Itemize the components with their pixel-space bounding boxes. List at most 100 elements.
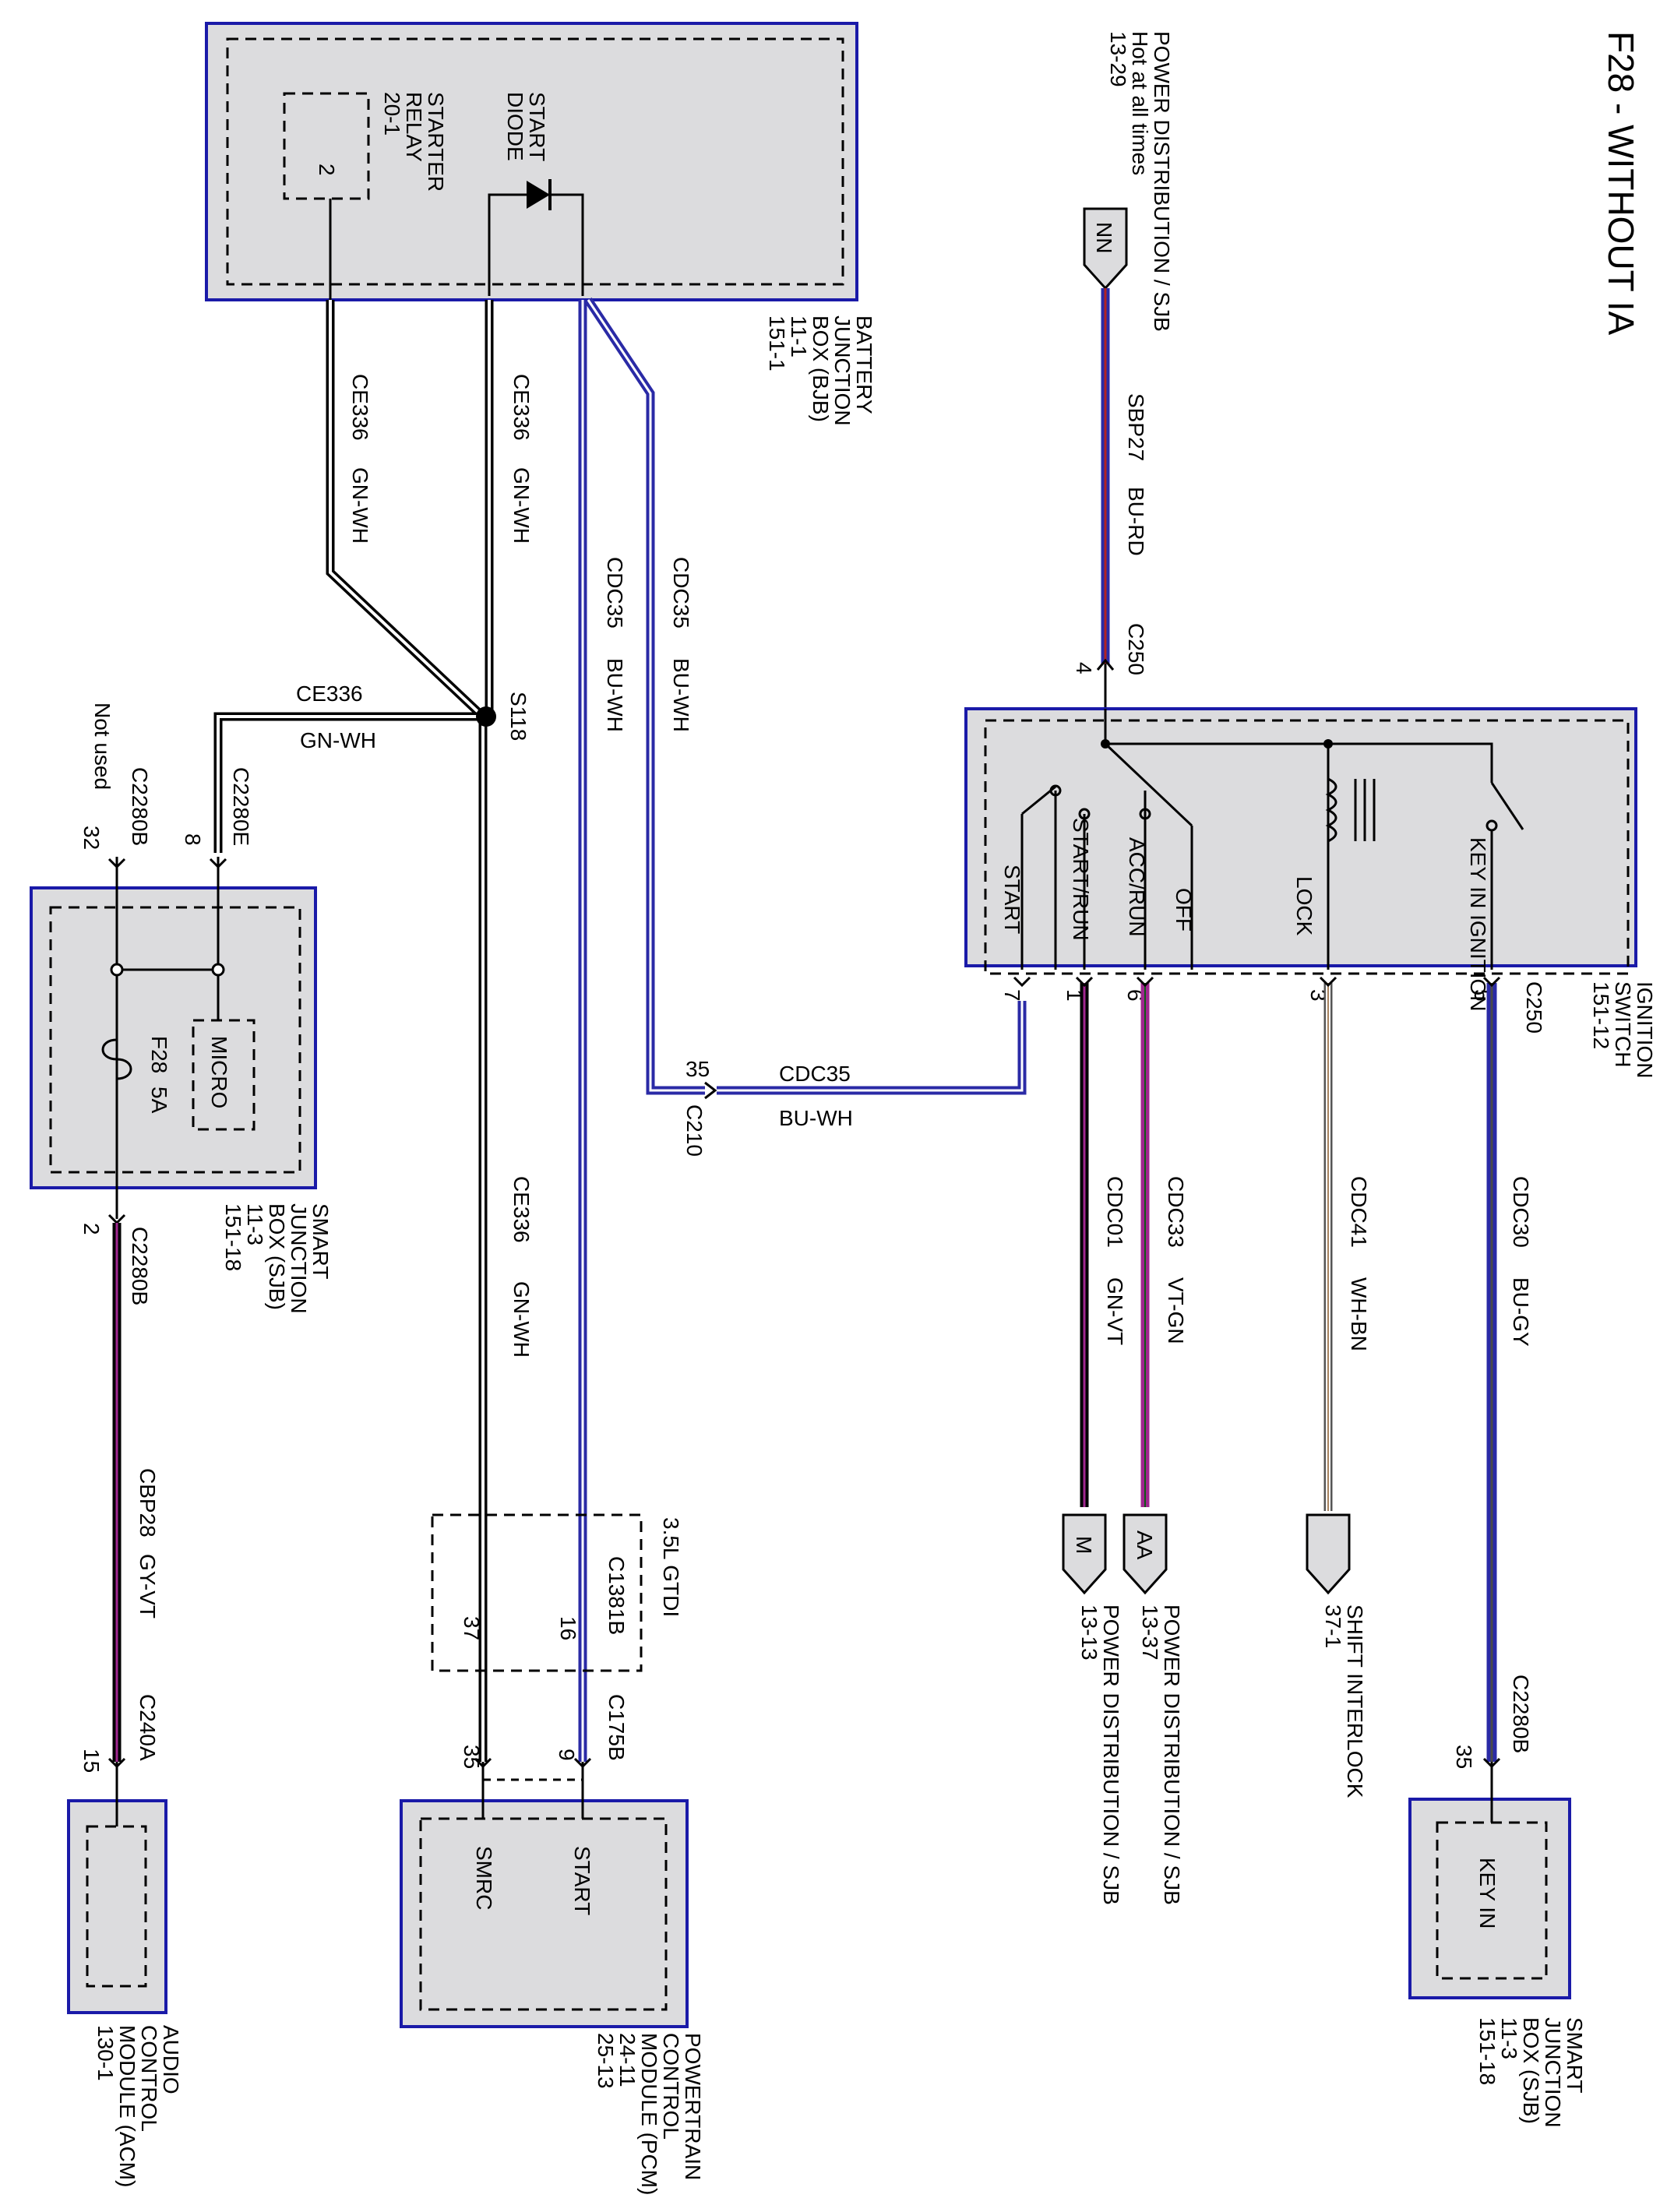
starter-relay-line-3: 20-1 bbox=[380, 92, 404, 136]
ce336-b-circuit: CE336 bbox=[509, 374, 534, 441]
start-diode-symbol bbox=[527, 181, 550, 209]
bjb-label-3: BOX (BJB) bbox=[809, 315, 833, 422]
ign-pos-lock: LOCK bbox=[1292, 876, 1316, 936]
ref-m: M bbox=[1072, 1536, 1096, 1554]
c175b-pin-9: 9 bbox=[555, 1749, 579, 1761]
cdc35-b-circuit: CDC35 bbox=[669, 557, 693, 629]
c2280b-bottom-pin: 2 bbox=[79, 1223, 104, 1235]
c2280e-pin: 8 bbox=[181, 833, 205, 846]
sjb-left-2: JUNCTION bbox=[287, 1203, 311, 1314]
power-top-line-2: Hot at all times bbox=[1128, 31, 1152, 175]
cdc35-a-circuit: CDC35 bbox=[603, 557, 627, 629]
c2280b-left-pin: 32 bbox=[79, 826, 104, 850]
ign-label-3: 151-12 bbox=[1589, 981, 1613, 1049]
not-used-label: Not used bbox=[90, 703, 115, 790]
c2280b-bottom-label: C2280B bbox=[128, 1227, 152, 1305]
cdc35-c-circuit: CDC35 bbox=[779, 1062, 851, 1086]
sjb-right-2: JUNCTION bbox=[1541, 2017, 1565, 2128]
starter-relay-pin: 2 bbox=[315, 164, 339, 176]
wire-cdc35 bbox=[578, 297, 1027, 1762]
gtdi-pin-37: 37 bbox=[460, 1616, 484, 1640]
wire-sbp27 bbox=[1096, 288, 1115, 709]
m-line-2: 13-13 bbox=[1077, 1604, 1101, 1661]
cdc01-circuit: CDC01 bbox=[1103, 1176, 1127, 1248]
c2280e-label: C2280E bbox=[229, 767, 253, 846]
c250-top-label: C250 bbox=[1124, 623, 1148, 675]
page-title: F28 - WITHOUT IA bbox=[1601, 31, 1641, 335]
fuse-icon bbox=[101, 1038, 132, 1080]
cdc30-circuit: CDC30 bbox=[1509, 1176, 1533, 1248]
ce336-c-circuit: CE336 bbox=[296, 682, 363, 706]
pcm-line-3: MODULE (PCM) bbox=[637, 2033, 661, 2195]
sjb-right-3: BOX (SJB) bbox=[1519, 2017, 1543, 2124]
splice-s118 bbox=[476, 706, 496, 727]
aa-line-1: POWER DISTRIBUTION / SJB bbox=[1160, 1604, 1184, 1905]
bjb-label-1: BATTERY bbox=[852, 315, 876, 414]
c210-label: C210 bbox=[682, 1104, 707, 1157]
c2280b-left-label: C2280B bbox=[128, 767, 152, 846]
pcm-pin-smrc: SMRC bbox=[472, 1846, 496, 1910]
ign-label-1: IGNITION bbox=[1633, 981, 1657, 1078]
sjb-key-in bbox=[1408, 1762, 1571, 1999]
sjb-left-5: 151-18 bbox=[221, 1203, 245, 1271]
cdc41-color: WH-BN bbox=[1347, 1277, 1371, 1351]
start-diode-line-1: START bbox=[525, 92, 549, 161]
c250-arrows bbox=[1013, 976, 1501, 988]
starter-relay-box bbox=[283, 92, 370, 200]
c2280b-right-label: C2280B bbox=[1509, 1675, 1533, 1753]
s118-label: S118 bbox=[506, 692, 530, 741]
acm-line-3: MODULE (ACM) bbox=[115, 2025, 139, 2187]
ign-pos-off: OFF bbox=[1172, 888, 1196, 932]
starter-relay-line-1: STARTER bbox=[424, 92, 448, 192]
pcm-line-5: 25-13 bbox=[594, 2033, 618, 2089]
ign-pos-start: START bbox=[1000, 865, 1024, 934]
ce336-b-color: GN-WH bbox=[509, 467, 534, 544]
starter-relay-line-2: RELAY bbox=[402, 92, 426, 162]
shift-line-1: SHIFT INTERLOCK bbox=[1343, 1604, 1367, 1798]
gtdi-label: 3.5L GTDI bbox=[659, 1517, 683, 1617]
c240a-label: C240A bbox=[136, 1694, 160, 1761]
sbp27-circuit: SBP27 bbox=[1124, 393, 1148, 461]
bjb-label-2: JUNCTION bbox=[830, 315, 855, 426]
ce336-c-color: GN-WH bbox=[300, 728, 376, 752]
fuse-label: F28 bbox=[147, 1036, 171, 1073]
ref-nn-flag bbox=[1083, 207, 1128, 291]
acm-line-4: 130-1 bbox=[93, 2025, 118, 2081]
c250-pin-7: 7 bbox=[1000, 989, 1024, 1002]
ign-pos-key-in: KEY IN IGNITION bbox=[1466, 837, 1490, 1012]
sbp27-color: BU-RD bbox=[1124, 487, 1148, 556]
ce336-a-color: GN-WH bbox=[348, 467, 372, 544]
audio-control-module bbox=[67, 1762, 167, 2014]
pcm-pin-start: START bbox=[570, 1846, 594, 1915]
battery-junction-box: 2 STARTER RELAY 20-1 START DIODE bbox=[205, 22, 858, 301]
ce336-d-circuit: CE336 bbox=[509, 1176, 534, 1243]
sjb-right-5: 151-18 bbox=[1475, 2017, 1500, 2085]
c175b-label: C175B bbox=[604, 1694, 629, 1761]
fuse-rating: 5A bbox=[147, 1087, 171, 1114]
cdc33-color: VT-GN bbox=[1164, 1277, 1188, 1344]
micro-label: MICRO bbox=[207, 1036, 231, 1108]
power-top-line-1: POWER DISTRIBUTION / SJB bbox=[1150, 31, 1174, 332]
lock-solenoid-icon bbox=[1325, 777, 1337, 843]
acm-line-2: CONTROL bbox=[137, 2025, 161, 2132]
ce336-a-circuit: CE336 bbox=[348, 374, 372, 441]
ref-aa-flag bbox=[1122, 1513, 1168, 1595]
sjb-left-1: SMART bbox=[308, 1203, 333, 1280]
c2280b-right-pin: 35 bbox=[1452, 1745, 1476, 1769]
ref-shift-flag bbox=[1306, 1513, 1351, 1595]
cdc35-c-color: BU-WH bbox=[779, 1106, 853, 1130]
sjb-left-4: 11-3 bbox=[243, 1203, 267, 1245]
m-line-1: POWER DISTRIBUTION / SJB bbox=[1099, 1604, 1123, 1905]
ign-pos-acc-run: ACC/RUN bbox=[1125, 837, 1149, 937]
c240a-pin: 15 bbox=[79, 1749, 104, 1773]
powertrain-control-module bbox=[400, 1762, 689, 2028]
cbp28-circuit: CBP28 bbox=[136, 1468, 160, 1537]
cbp28-color: GY-VT bbox=[136, 1554, 160, 1618]
ref-m-flag bbox=[1062, 1513, 1107, 1595]
c175b-pin-35: 35 bbox=[460, 1745, 484, 1769]
wire-ce336 bbox=[213, 300, 496, 1762]
sjb-right-4: 11-3 bbox=[1497, 2017, 1521, 2059]
cdc01-color: GN-VT bbox=[1103, 1277, 1127, 1345]
start-diode-line-2: DIODE bbox=[503, 92, 527, 161]
